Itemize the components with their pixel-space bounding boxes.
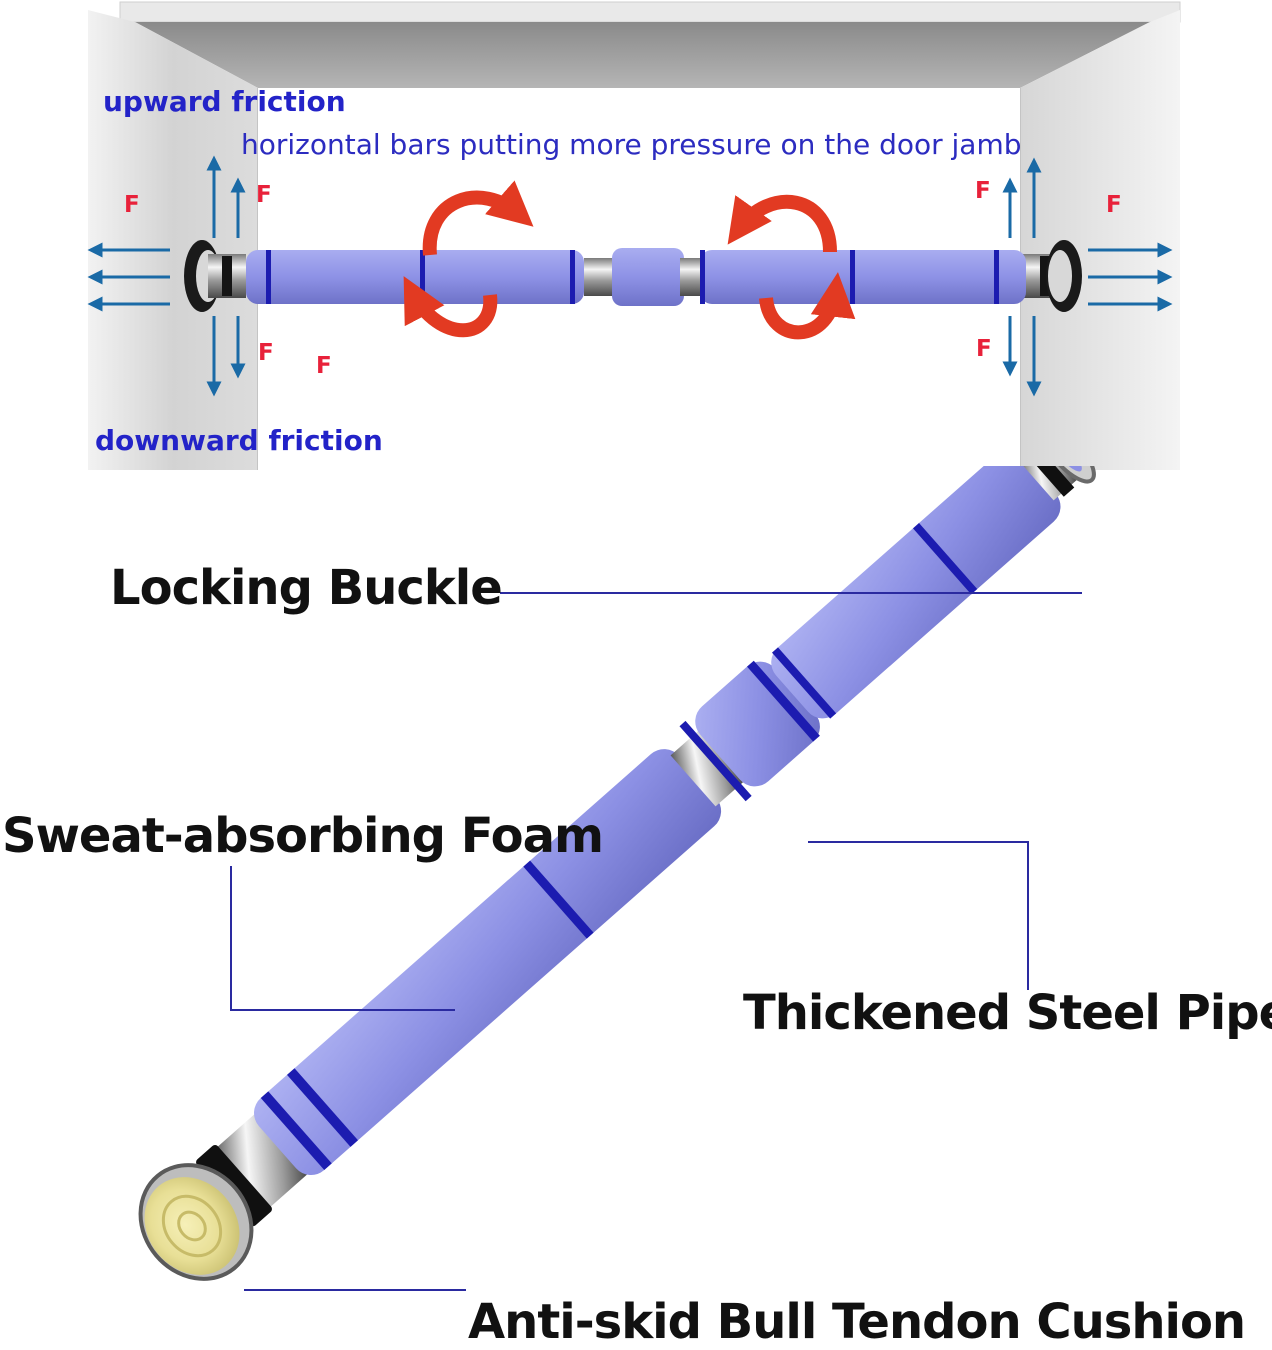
right-end-cap [1022, 240, 1082, 312]
leader-lines [230, 592, 1082, 1291]
force-label: F [1106, 192, 1122, 218]
sweat-absorbing-foam-label: Sweat-absorbing Foam [2, 808, 604, 864]
upward-friction-label: upward friction [103, 85, 346, 118]
left-end-cap [184, 240, 246, 312]
locking-buckle-label: Locking Buckle [110, 560, 503, 616]
force-label: F [256, 182, 272, 208]
downward-friction-label: downward friction [95, 424, 383, 457]
anti-skid-cushion-label: Anti-skid Bull Tendon Cushion [468, 1294, 1246, 1350]
bar-body [196, 466, 1096, 1227]
force-label: F [975, 178, 991, 204]
force-arrows [87, 155, 1173, 397]
top-bar-foam [246, 248, 1026, 306]
force-label: F [316, 353, 332, 379]
bull-tendon-cushion [138, 1163, 254, 1281]
pressure-note: horizontal bars putting more pressure on… [241, 128, 1022, 161]
force-label: F [258, 340, 274, 366]
doorframe-diagram [87, 0, 1181, 470]
pull-up-bar-view [138, 466, 1096, 1291]
thickened-steel-pipe-label: Thickened Steel Pipe [743, 985, 1272, 1041]
rotation-arrows [403, 180, 856, 340]
force-label: F [124, 192, 140, 218]
force-label: F [976, 336, 992, 362]
